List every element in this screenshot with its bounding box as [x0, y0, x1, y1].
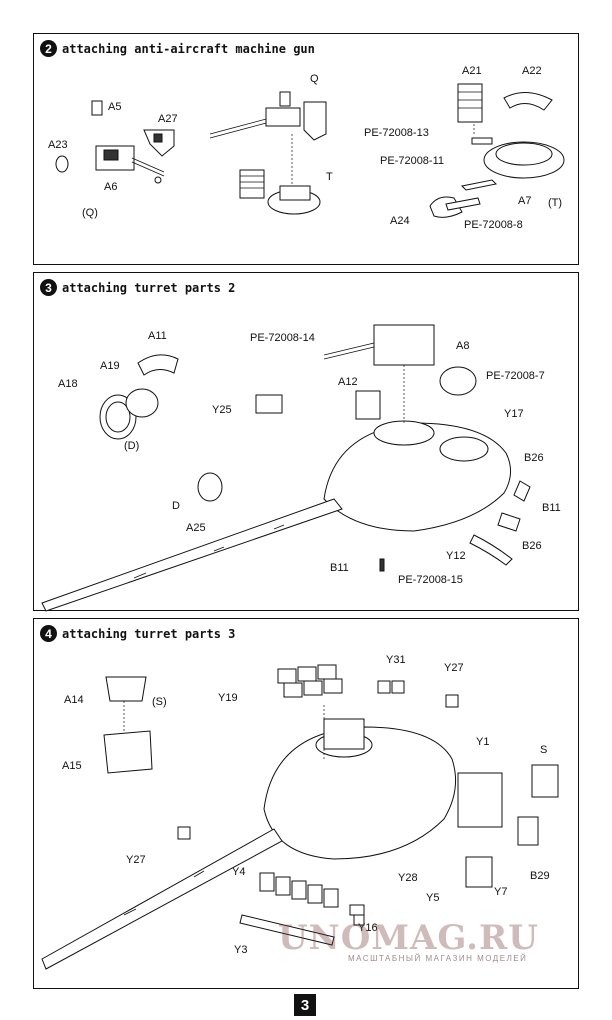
- step-4-illustration: A14 (S) A15 Y19 Y31 Y27 Y1 S B29 Y27 Y4 …: [41, 654, 559, 970]
- label-b11: B11: [542, 502, 561, 514]
- page-number: 3: [294, 994, 316, 1016]
- label-a11: A11: [148, 330, 167, 342]
- label-b29: B29: [530, 870, 550, 882]
- step-4-title: attaching turret parts 3: [62, 626, 236, 641]
- label-y28: Y28: [398, 872, 418, 884]
- step-3-illustration: A11 A19 A18 (D) PE-72008-14 A12 A8 PE-72…: [41, 324, 561, 612]
- label-y12: Y12: [446, 550, 466, 562]
- machine-gun-subassembly: [55, 100, 175, 184]
- step-3-panel: 3 attaching turret parts 2: [33, 272, 579, 612]
- label-y16: Y16: [358, 922, 378, 934]
- reactive-armour-blocks: [277, 664, 459, 708]
- label-d: D: [172, 500, 180, 512]
- label-q: Q: [310, 73, 319, 85]
- label-a5: A5: [108, 101, 121, 113]
- label-pe-72008-13: PE-72008-13: [364, 127, 429, 139]
- watermark: UNOMAG.RU МАСШТАБНЫЙ МАГАЗИН МОДЕЛЕЙ: [278, 918, 539, 963]
- turret-assembly: [41, 324, 531, 612]
- label-a8: A8: [456, 340, 469, 352]
- label-b26-2: B26: [522, 540, 542, 552]
- watermark-main: UNOMAG.RU: [278, 918, 539, 958]
- label-y27: Y27: [444, 662, 464, 674]
- step-2-number: 2: [40, 40, 57, 57]
- step-3-number: 3: [40, 279, 57, 296]
- label-a19: A19: [100, 360, 120, 372]
- label-y25: Y25: [212, 404, 232, 416]
- label-a15: A15: [62, 760, 82, 772]
- label-y31: Y31: [386, 654, 406, 666]
- label-y19: Y19: [218, 692, 238, 704]
- label-a12: A12: [338, 376, 358, 388]
- label-a24: A24: [390, 215, 410, 227]
- sight-subassembly: [99, 354, 179, 440]
- label-pe-72008-15: PE-72008-15: [398, 574, 463, 586]
- label-t-paren: (T): [548, 197, 562, 209]
- label-y27-2: Y27: [126, 854, 146, 866]
- step-3-title: attaching turret parts 2: [62, 280, 236, 295]
- turret-assembly-final: [41, 705, 559, 970]
- step-3-header: 3 attaching turret parts 2: [40, 279, 235, 296]
- label-b11-2: B11: [330, 562, 349, 574]
- label-b26: B26: [524, 452, 544, 464]
- label-s: S: [540, 744, 547, 756]
- label-a25: A25: [186, 522, 206, 534]
- step-4-number: 4: [40, 625, 57, 642]
- label-s-paren: (S): [152, 696, 167, 708]
- label-a22: A22: [522, 65, 542, 77]
- label-pe-72008-14: PE-72008-14: [250, 332, 315, 344]
- step-2-illustration: A5 A27 A23 A6 (Q) Q T A21 A22 PE-72008-1…: [48, 65, 565, 231]
- gun-mount-subassembly: [209, 91, 327, 215]
- cupola-subassembly: [429, 83, 565, 218]
- label-y1: Y1: [476, 736, 489, 748]
- label-t: T: [326, 171, 333, 183]
- label-a27: A27: [158, 113, 178, 125]
- step-4-panel: 4 attaching turret parts 3: [33, 618, 579, 989]
- label-y3: Y3: [234, 944, 247, 956]
- label-pe-72008-7: PE-72008-7: [486, 370, 545, 382]
- label-a18: A18: [58, 378, 78, 390]
- label-a7: A7: [518, 195, 531, 207]
- side-armour-rows: [177, 826, 365, 946]
- label-y17: Y17: [504, 408, 524, 420]
- label-a6: A6: [104, 181, 117, 193]
- label-a14: A14: [64, 694, 84, 706]
- label-y4: Y4: [232, 866, 245, 878]
- label-d-paren: (D): [124, 440, 139, 452]
- label-a23: A23: [48, 139, 68, 151]
- step-2-panel: 2 attaching anti-aircraft machine gun: [33, 33, 579, 265]
- label-a21: A21: [462, 65, 482, 77]
- step-2-header: 2 attaching anti-aircraft machine gun: [40, 40, 315, 57]
- label-y7: Y7: [494, 886, 507, 898]
- step-4-header: 4 attaching turret parts 3: [40, 625, 235, 642]
- label-q-paren: (Q): [82, 207, 98, 219]
- stowage-box-subassembly: [103, 676, 153, 774]
- label-pe-72008-8: PE-72008-8: [464, 219, 523, 231]
- label-y5: Y5: [426, 892, 439, 904]
- step-2-title: attaching anti-aircraft machine gun: [62, 41, 315, 56]
- watermark-sub: МАСШТАБНЫЙ МАГАЗИН МОДЕЛЕЙ: [348, 954, 528, 963]
- label-pe-72008-11: PE-72008-11: [380, 155, 444, 167]
